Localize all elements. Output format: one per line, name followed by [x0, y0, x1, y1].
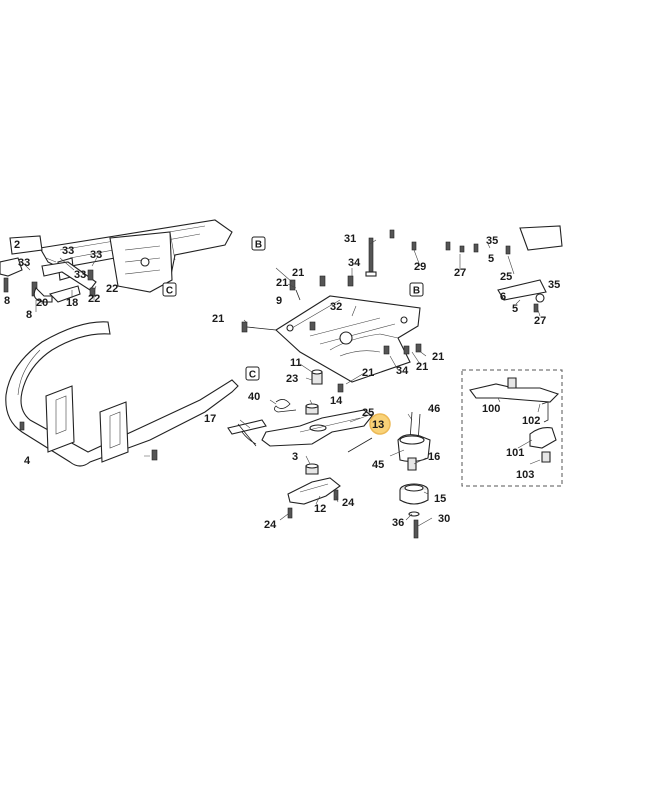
- callout-32: 32: [330, 301, 342, 313]
- callout-14: 14: [330, 395, 343, 407]
- callout-15: 15: [434, 493, 446, 505]
- callout-5: 5: [512, 303, 518, 315]
- callout-11: 11: [290, 357, 302, 369]
- long-bolt-31: [365, 237, 377, 277]
- callout-100: 100: [482, 403, 500, 415]
- callout-20: 20: [36, 297, 48, 309]
- callout-17: 17: [204, 413, 216, 425]
- spacers: [305, 369, 349, 475]
- callout-33: 33: [90, 249, 102, 261]
- callout-21: 21: [362, 367, 374, 379]
- callout-5: 5: [488, 253, 494, 265]
- callout-46: 46: [428, 403, 440, 415]
- leader-lines: [21, 239, 541, 527]
- top-right-hardware: [389, 225, 563, 313]
- callout-25: 25: [500, 271, 512, 283]
- callout-22: 22: [88, 293, 100, 305]
- callout-34: 34: [396, 365, 409, 377]
- callout-6: 6: [500, 291, 506, 303]
- callout-102: 102: [522, 415, 540, 427]
- callout-21: 21: [416, 361, 428, 373]
- callout-40: 40: [248, 391, 260, 403]
- callout-35: 35: [486, 235, 498, 247]
- callout-33: 33: [18, 257, 30, 269]
- front-frame-fragment: [0, 219, 233, 303]
- callout-29: 29: [414, 261, 426, 273]
- bracket-12: [287, 477, 341, 519]
- svg-text:C: C: [249, 370, 256, 381]
- callout-3: 3: [292, 451, 298, 463]
- callout-21: 21: [276, 277, 288, 289]
- callout-22: 22: [106, 283, 118, 295]
- callout-21: 21: [432, 351, 444, 363]
- callout-31: 31: [344, 233, 356, 245]
- ref-box-c-2: C: [245, 366, 260, 381]
- svg-text:C: C: [166, 286, 173, 297]
- callout-23: 23: [286, 373, 298, 385]
- callout-labels: 2 33 33 33 33 8 8 20 18 22 22 4 17 40 21…: [4, 233, 560, 531]
- callout-4: 4: [24, 455, 31, 467]
- callout-18: 18: [66, 297, 78, 309]
- callout-33: 33: [62, 245, 74, 257]
- callout-27: 27: [454, 267, 466, 279]
- ref-box-c-1: C: [162, 282, 177, 297]
- spring-clip-and-pin: [227, 399, 297, 447]
- lever-arm-13: [261, 409, 373, 453]
- callout-101: 101: [506, 447, 524, 459]
- callout-21: 21: [292, 267, 304, 279]
- callout-8: 8: [26, 309, 32, 321]
- callout-103: 103: [516, 469, 534, 481]
- callout-33: 33: [74, 269, 86, 281]
- callout-9: 9: [276, 295, 282, 307]
- callout-24: 24: [342, 497, 355, 509]
- callout-45: 45: [372, 459, 384, 471]
- callout-25: 25: [362, 407, 374, 419]
- callout-36: 36: [392, 517, 404, 529]
- callout-2: 2: [14, 239, 20, 251]
- svg-text:B: B: [413, 286, 420, 297]
- callout-24: 24: [264, 519, 277, 531]
- callout-27: 27: [534, 315, 546, 327]
- front-bumper: [5, 321, 239, 467]
- callout-30: 30: [438, 513, 450, 525]
- ref-box-b-2: B: [409, 282, 424, 297]
- callout-21: 21: [212, 313, 224, 325]
- highlight-marker: [369, 413, 391, 435]
- callout-34: 34: [348, 257, 361, 269]
- callout-35: 35: [548, 279, 560, 291]
- callout-16: 16: [428, 451, 440, 463]
- svg-text:B: B: [255, 240, 262, 251]
- callout-13: 13: [372, 419, 384, 431]
- callout-8: 8: [4, 295, 10, 307]
- idler-pulley-assembly: [397, 411, 431, 539]
- detail-box: [461, 369, 563, 487]
- mounting-plate: [241, 275, 422, 393]
- callout-12: 12: [314, 503, 326, 515]
- ref-box-b-1: B: [251, 236, 266, 251]
